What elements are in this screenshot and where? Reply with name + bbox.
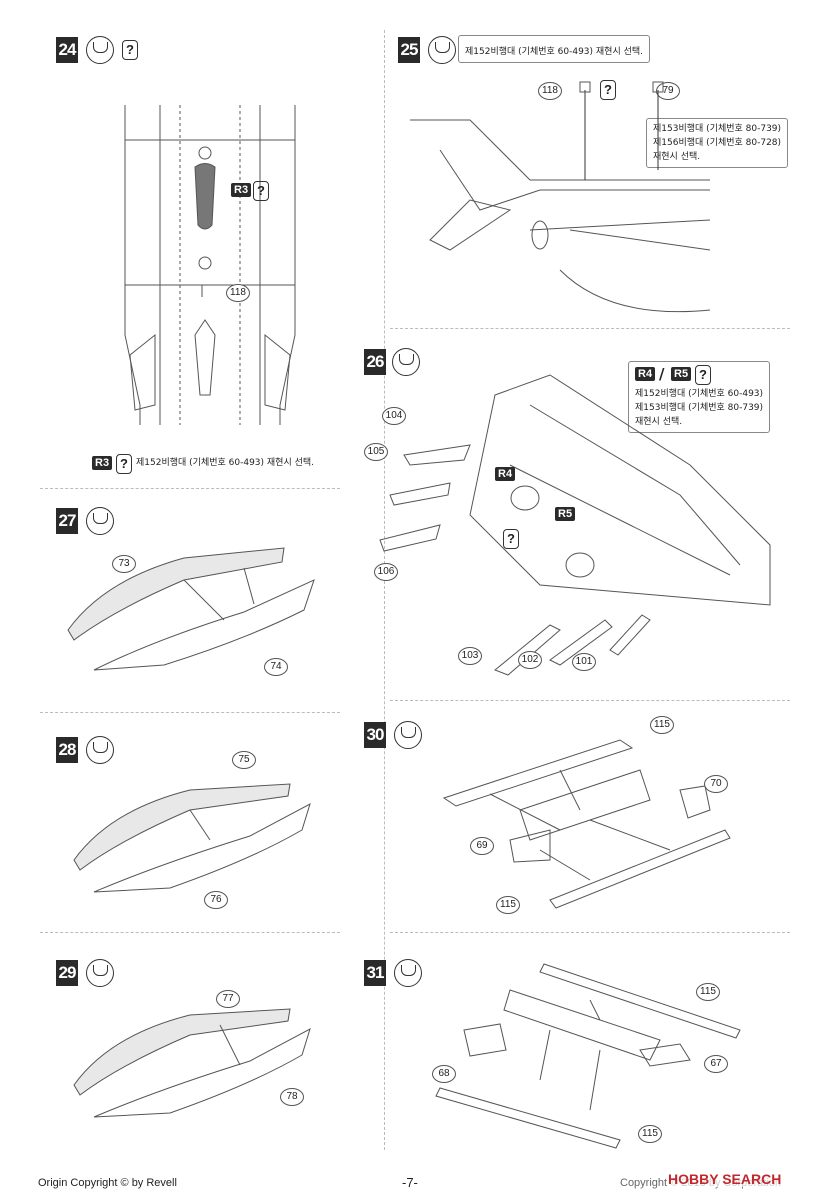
row-divider: [40, 488, 340, 489]
part-number: 77: [216, 990, 240, 1008]
step-number: 29: [56, 960, 78, 986]
part-number: 104: [382, 407, 406, 425]
selection-note: 제152비행대 (기체번호 60-493) 재현시 선택.: [458, 35, 651, 63]
page-number: -7-: [402, 1175, 418, 1190]
selection-note: R4 / R5 ? 제152비행대 (기체번호 60-493) 제153비행대 …: [628, 361, 771, 433]
part-r3-tag: R3: [92, 456, 113, 470]
cement-icon: [86, 36, 114, 64]
fuel-tank-drawing: [73, 783, 311, 893]
step-25: 25 제152비행대 (기체번호 60-493) 재현시 선택. 118 ? 7…: [390, 0, 820, 330]
row-divider: [40, 712, 340, 713]
fuel-tank-drawing: [67, 547, 315, 671]
part-r5-tag: R5: [671, 367, 692, 381]
part-r3-tag: R3: [231, 183, 252, 197]
part-number: 115: [496, 896, 520, 914]
step-number: 24: [56, 37, 78, 63]
cement-icon: [428, 36, 456, 64]
watermark: HOBBY SEARCH: [668, 1171, 782, 1187]
cement-icon: [394, 959, 422, 987]
part-number: 69: [470, 837, 494, 855]
step-30: 30 115 70 69 115: [360, 710, 810, 920]
wing-drawing: [379, 374, 771, 676]
part-number: 73: [112, 555, 136, 573]
optional-icon: ?: [253, 181, 269, 201]
selection-note: 제153비행대 (기체번호 80-739) 제156비행대 (기체번호 80-7…: [646, 118, 789, 168]
part-number: 101: [572, 653, 596, 671]
cement-icon: [86, 507, 114, 535]
optional-icon: ?: [600, 80, 616, 100]
pylon-assembly-drawing: [442, 739, 731, 909]
part-number: 76: [204, 891, 228, 909]
note-line: 재현시 선택.: [635, 417, 683, 427]
tail-fuselage-drawing: [410, 81, 711, 313]
step-number: 31: [364, 960, 386, 986]
part-number: 106: [374, 563, 398, 581]
row-divider: [40, 932, 340, 933]
part-number: 78: [280, 1088, 304, 1106]
step-31: 31 115 68 67 115: [360, 945, 810, 1155]
part-number: 74: [264, 658, 288, 676]
part-number: 102: [518, 651, 542, 669]
row-divider: [390, 700, 790, 701]
step-number: 26: [364, 349, 386, 375]
part-r5-tag: R5: [555, 507, 576, 521]
fuel-tank-drawing: [73, 1008, 311, 1118]
part-number: 103: [458, 647, 482, 665]
fuselage-underside-drawing: [124, 105, 296, 425]
step-number: 28: [56, 737, 78, 763]
note-line: 제156비행대 (기체번호 80-728): [653, 138, 782, 148]
optional-icon: ?: [695, 365, 711, 385]
step-27: 27 73 74: [0, 500, 380, 700]
step-note: 제152비행대 (기체번호 60-493) 재현시 선택.: [136, 458, 315, 468]
part-number: 115: [638, 1125, 662, 1143]
part-number: 118: [226, 284, 250, 302]
part-number: 67: [704, 1055, 728, 1073]
part-number: 105: [364, 443, 388, 461]
column-divider: [384, 30, 385, 1150]
step-29: 29 77 78: [0, 945, 380, 1145]
pylon-assembly-drawing: [435, 963, 741, 1149]
part-number: 79: [656, 82, 680, 100]
part-r4-tag: R4: [495, 467, 516, 481]
note-line: 제153비행대 (기체번호 80-739): [635, 403, 764, 413]
cement-icon: [394, 721, 422, 749]
row-divider: [390, 932, 790, 933]
note-tags: R4 / R5 ?: [635, 365, 763, 387]
part-number: 70: [704, 775, 728, 793]
step-26: 26 R4 / R5 ? 제152비행대 (기체번호 60-493) 제153비…: [360, 335, 810, 695]
note-line: 제153비행대 (기체번호 80-739): [653, 124, 782, 134]
row-divider: [390, 328, 790, 329]
part-number: 75: [232, 751, 256, 769]
optional-icon: ?: [503, 529, 519, 549]
step-number: 25: [398, 37, 420, 63]
step-number: 27: [56, 508, 78, 534]
note-line: 제152비행대 (기체번호 60-493): [635, 389, 764, 399]
cement-icon: [86, 959, 114, 987]
step-24: 24 ? R3 ? 118 R3 ? 제152비행대 (기체번호 60-493)…: [0, 0, 380, 480]
cement-icon: [86, 736, 114, 764]
optional-icon: ?: [122, 40, 138, 60]
footer-left: Origin Copyright © by Revell: [38, 1177, 177, 1189]
selection-note-text: 제152비행대 (기체번호 60-493) 재현시 선택.: [465, 47, 644, 57]
step-28: 28 75 76: [0, 720, 380, 920]
part-number: 115: [696, 983, 720, 1001]
optional-icon: ?: [116, 454, 132, 474]
part-number: 68: [432, 1065, 456, 1083]
cement-icon: [392, 348, 420, 376]
part-number: 118: [538, 82, 562, 100]
part-r4-tag: R4: [635, 367, 656, 381]
note-line: 재현시 선택.: [653, 152, 701, 162]
part-number: 115: [650, 716, 674, 734]
step-number: 30: [364, 722, 386, 748]
slash: /: [659, 365, 665, 383]
